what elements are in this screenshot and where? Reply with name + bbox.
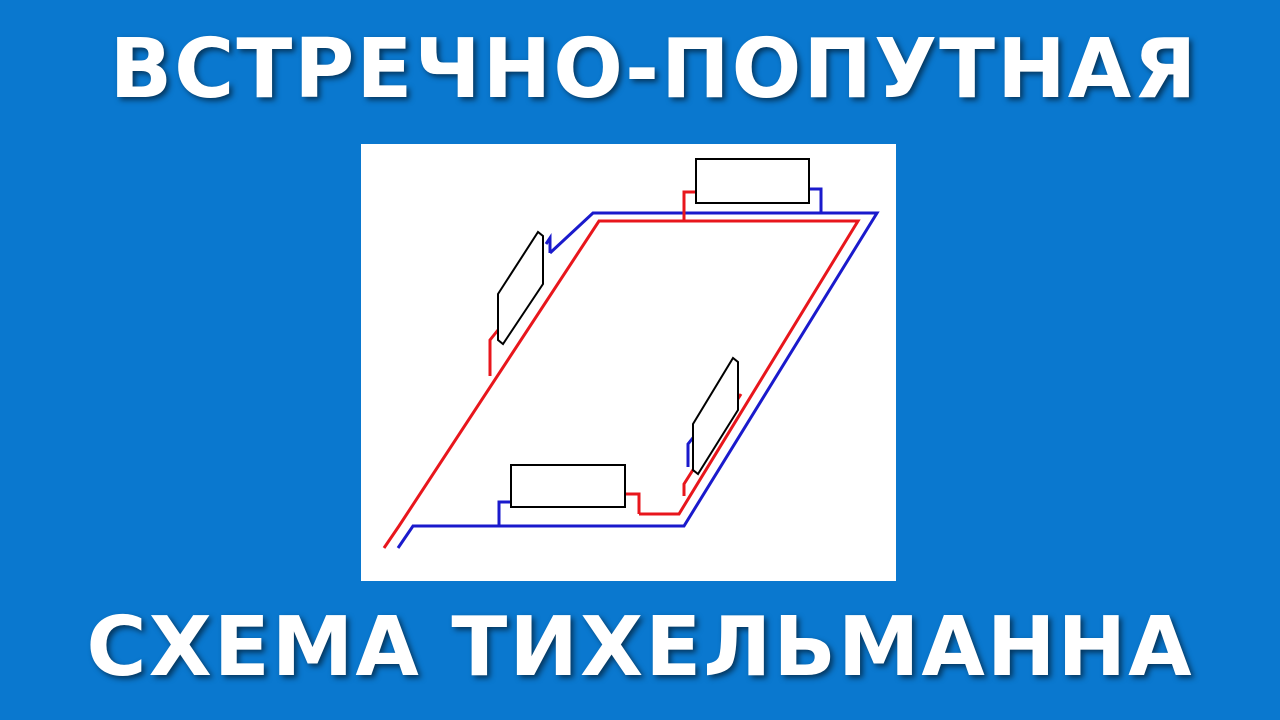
return-riser-top — [809, 187, 823, 213]
supply-riser-left — [488, 329, 500, 376]
heating-diagram-panel — [361, 144, 896, 581]
return-pipe-main — [396, 211, 880, 549]
supply-pipe-main — [382, 219, 861, 549]
page-title: ВСТРЕЧНО-ПОПУТНАЯ — [109, 22, 1199, 117]
radiator-right — [692, 356, 739, 476]
radiator-bottom — [510, 464, 626, 508]
radiator-left — [497, 230, 544, 346]
radiator-top — [695, 158, 810, 204]
supply-riser-top — [682, 190, 696, 221]
return-riser-bottom — [497, 500, 511, 526]
page-subtitle: СХЕМА ТИХЕЛЬМАННА — [86, 600, 1194, 695]
supply-riser-bottom — [625, 492, 641, 514]
return-riser-left — [544, 233, 552, 253]
tichelmann-diagram — [382, 158, 880, 549]
